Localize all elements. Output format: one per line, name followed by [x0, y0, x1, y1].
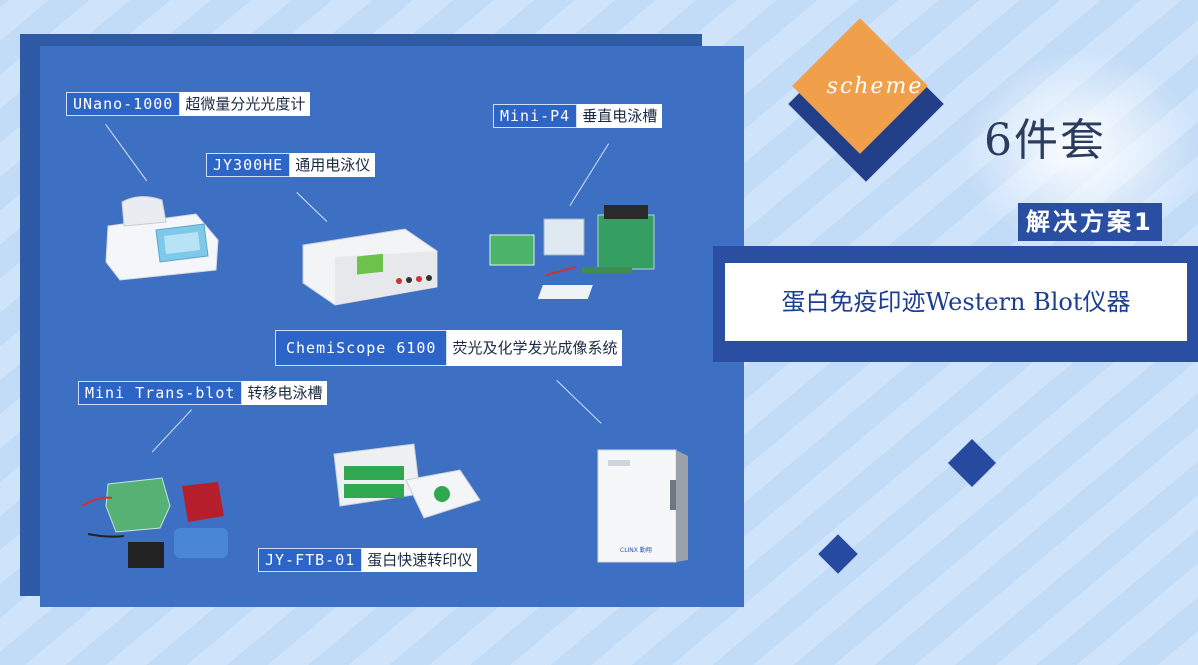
- imager-brand-text: CLINX 勤翔: [620, 546, 652, 554]
- solution-title: 蛋白免疫印迹Western Blot仪器: [725, 263, 1187, 341]
- product-label-chemiscope: ChemiScope 6100 荧光及化学发光成像系统: [275, 330, 623, 366]
- power-supply-image: [302, 228, 438, 306]
- product-code: Mini-P4: [493, 104, 578, 128]
- transfer-tank-image: [81, 477, 228, 568]
- product-name: 垂直电泳槽: [577, 104, 663, 128]
- product-label-unano: UNano-1000 超微量分光光度计: [66, 92, 311, 116]
- product-code: Mini Trans-blot: [78, 381, 243, 405]
- set-count-label: 6件套: [984, 115, 1106, 166]
- product-name: 通用电泳仪: [290, 153, 376, 177]
- product-label-minip4: Mini-P4 垂直电泳槽: [493, 104, 663, 128]
- product-label-jy300he: JY300HE 通用电泳仪: [206, 153, 376, 177]
- product-code: UNano-1000: [66, 92, 181, 116]
- vertical-electrophoresis-image: [489, 205, 655, 299]
- product-name: 荧光及化学发光成像系统: [447, 330, 623, 366]
- imaging-system-image: CLINX 勤翔: [597, 449, 688, 563]
- product-code: JY-FTB-01: [258, 548, 363, 572]
- product-code: ChemiScope 6100: [275, 330, 448, 366]
- product-label-transblot: Mini Trans-blot 转移电泳槽: [78, 381, 328, 405]
- spectrophotometer-image: [105, 196, 219, 281]
- product-name: 转移电泳槽: [242, 381, 328, 405]
- product-code: JY300HE: [206, 153, 291, 177]
- scheme-badge-text: scheme: [826, 74, 924, 99]
- product-label-ftb: JY-FTB-01 蛋白快速转印仪: [258, 548, 478, 572]
- solution-number-tag: 解决方案1: [1018, 203, 1162, 241]
- product-name: 超微量分光光度计: [180, 92, 311, 116]
- product-name: 蛋白快速转印仪: [362, 548, 478, 572]
- fast-transfer-image: [333, 443, 481, 519]
